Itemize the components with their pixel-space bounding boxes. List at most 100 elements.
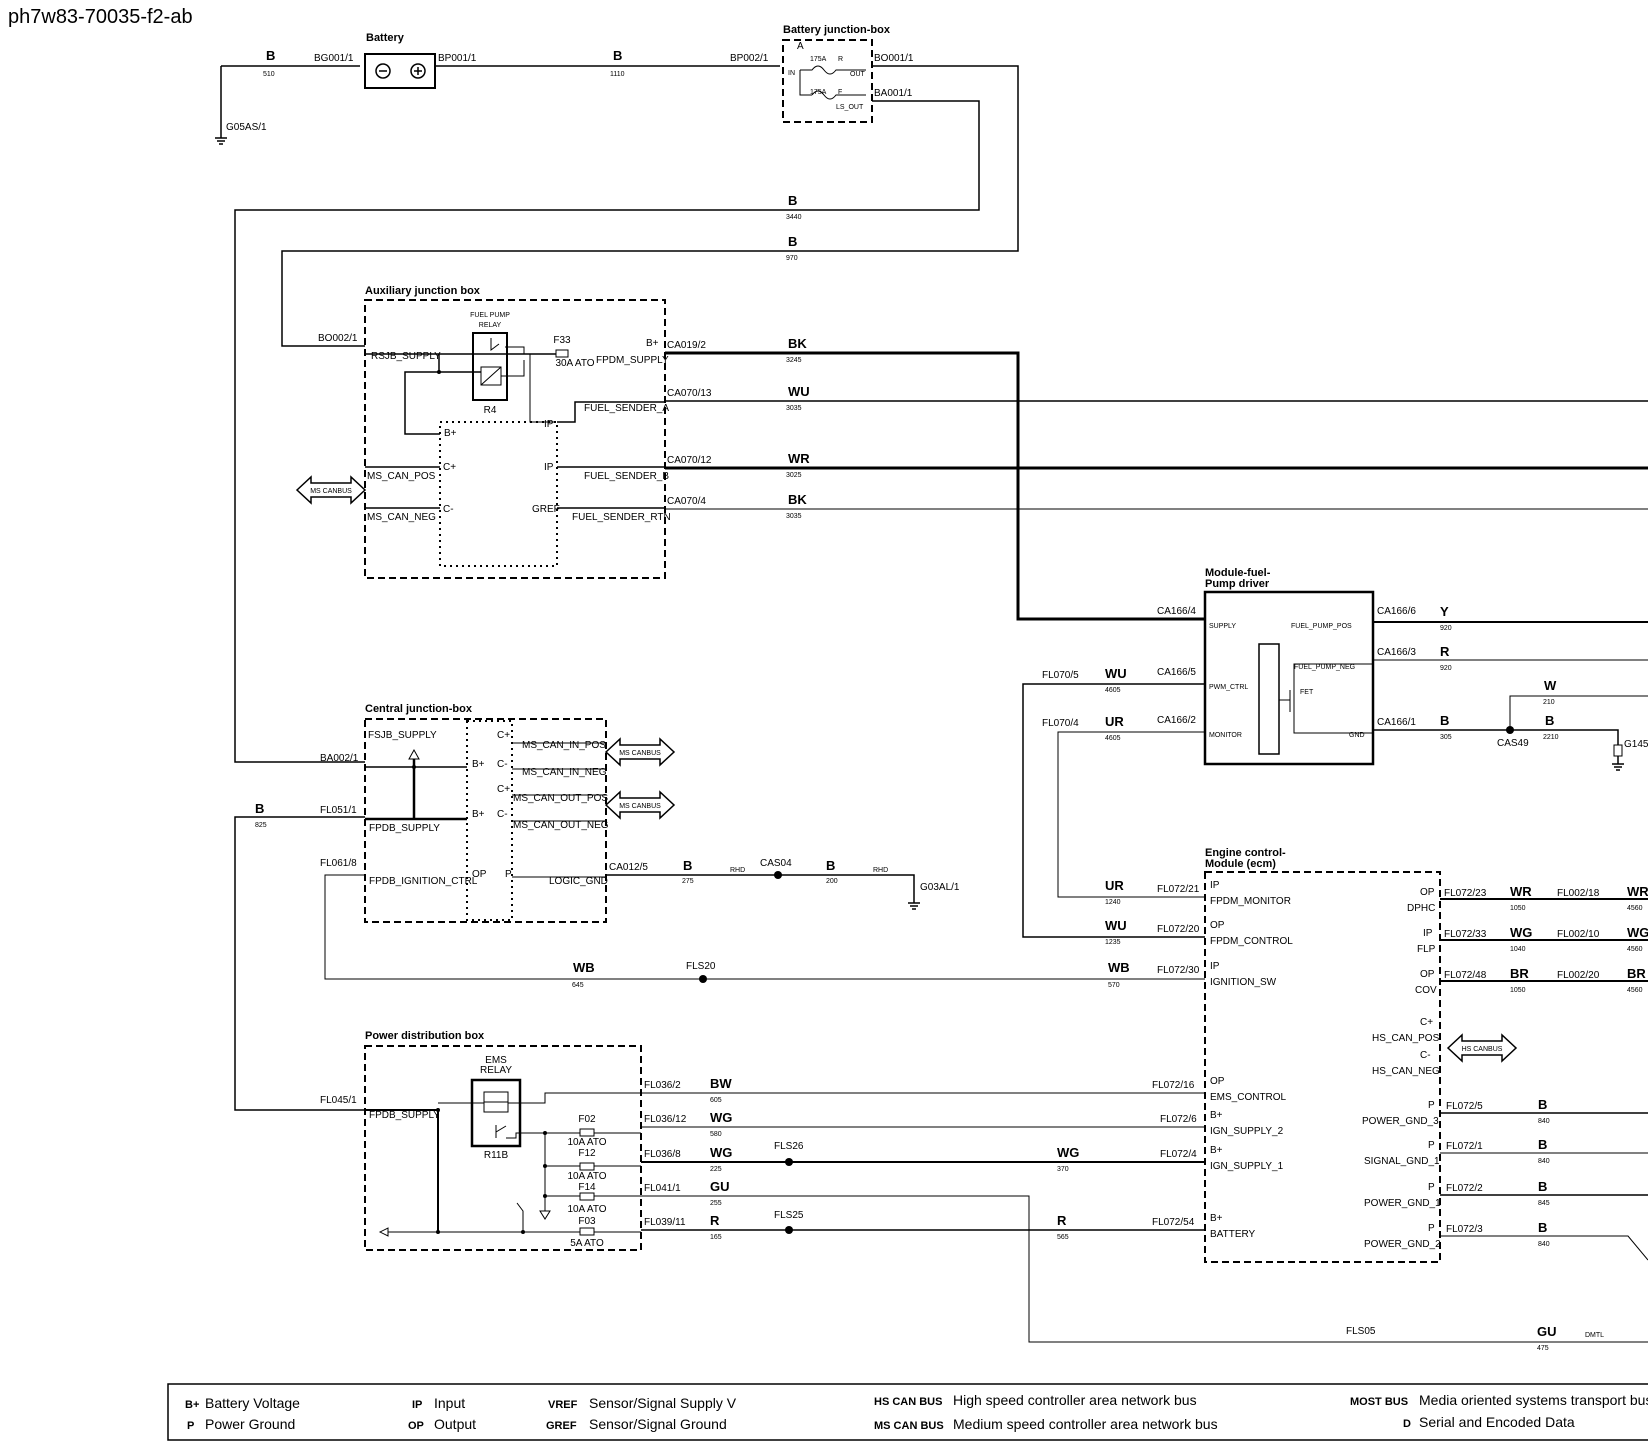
svg-text:FL039/11: FL039/11 [644,1217,686,1228]
svg-text:DMTL: DMTL [1585,1332,1604,1339]
svg-text:C-: C- [443,504,454,515]
svg-text:GU: GU [1537,1324,1557,1339]
svg-text:255: 255 [710,1200,722,1207]
svg-text:580: 580 [710,1131,722,1138]
svg-text:FLS20: FLS20 [686,961,716,972]
svg-text:FL036/2: FL036/2 [644,1080,681,1091]
bjb-box [782,39,873,123]
svg-text:BR: BR [1627,966,1646,981]
svg-text:IGN_SUPPLY_2: IGN_SUPPLY_2 [1210,1126,1284,1137]
svg-text:COV: COV [1415,985,1437,996]
svg-text:MS_CAN_IN_POS: MS_CAN_IN_POS [522,740,606,751]
svg-text:MS_CAN_OUT_POS: MS_CAN_OUT_POS [513,793,608,804]
svg-text:FPDB_SUPPLY: FPDB_SUPPLY [369,1110,440,1121]
svg-text:FPDB_IGNITION_CTRL: FPDB_IGNITION_CTRL [369,876,478,887]
svg-text:WG: WG [1057,1145,1079,1160]
svg-text:605: 605 [710,1097,722,1104]
svg-text:MS CANBUS: MS CANBUS [619,750,661,757]
svg-text:FUEL_PUMP_NEG: FUEL_PUMP_NEG [1294,664,1355,671]
connector-label: BG001/1 [314,53,354,64]
svg-text:GREF: GREF [532,504,560,515]
svg-text:1040: 1040 [1510,946,1526,953]
svg-text:200: 200 [826,878,838,885]
svg-text:VREF: VREF [548,1399,578,1411]
ajb-box [364,299,666,579]
svg-text:B: B [1538,1179,1547,1194]
svg-text:FL070/5: FL070/5 [1042,670,1079,681]
svg-text:CAS49: CAS49 [1497,738,1529,749]
svg-text:WU: WU [1105,918,1127,933]
svg-text:1050: 1050 [1510,987,1526,994]
svg-text:4560: 4560 [1627,987,1643,994]
svg-text:C+: C+ [1420,1017,1433,1028]
fuel-pump-driver-module: Module-fuel- Pump driver FET CA166/4 SUP… [1022,567,1648,938]
svg-text:POWER_GND_1: POWER_GND_1 [1364,1198,1441,1209]
svg-text:4560: 4560 [1627,946,1643,953]
svg-text:IGNITION_SW: IGNITION_SW [1210,977,1277,988]
svg-text:30A ATO: 30A ATO [555,358,594,369]
svg-text:EMS_CONTROL: EMS_CONTROL [1210,1092,1287,1103]
svg-text:D: D [1403,1418,1411,1430]
svg-text:R4: R4 [484,405,497,416]
svg-text:275: 275 [682,878,694,885]
svg-text:WU: WU [788,384,810,399]
svg-text:MONITOR: MONITOR [1209,732,1242,739]
svg-text:570: 570 [1108,982,1120,989]
svg-text:Pump driver: Pump driver [1205,578,1270,590]
ems-relay [470,1078,522,1148]
connector-label: BP001/1 [438,53,477,64]
svg-text:W: W [1544,678,1557,693]
diagram-id: ph7w83-70035-f2-ab [8,6,193,28]
battery-section: G05AS/1 B 510 BG001/1 Battery BP001/1 B … [214,24,1019,763]
svg-text:WG: WG [1627,925,1648,940]
svg-text:GND: GND [1349,732,1365,739]
svg-text:P: P [1428,1182,1435,1193]
ground-label: G05AS/1 [226,122,267,133]
connector-label: BO001/1 [874,53,914,64]
svg-text:BATTERY: BATTERY [1210,1229,1256,1240]
svg-text:B: B [826,858,835,873]
svg-text:920: 920 [1440,625,1452,632]
svg-text:R: R [710,1213,720,1228]
svg-text:FL045/1: FL045/1 [320,1095,357,1106]
wire-color: B [613,48,622,63]
svg-text:FL072/6: FL072/6 [1160,1114,1197,1125]
svg-text:CA070/4: CA070/4 [667,496,706,507]
svg-text:CA070/12: CA070/12 [667,455,712,466]
pin-label: FPDM_SUPPLY [596,355,669,366]
svg-text:POWER_GND_3: POWER_GND_3 [1362,1116,1439,1127]
svg-text:B+: B+ [185,1399,199,1411]
svg-text:Sensor/Signal Supply V: Sensor/Signal Supply V [589,1395,737,1411]
svg-text:FL070/4: FL070/4 [1042,718,1079,729]
svg-text:G03AL/1: G03AL/1 [920,882,960,893]
svg-text:B: B [1538,1220,1547,1235]
svg-text:BK: BK [788,492,807,507]
svg-text:IP: IP [544,419,554,430]
svg-text:Input: Input [434,1395,465,1411]
svg-text:GU: GU [710,1179,730,1194]
svg-text:825: 825 [255,822,267,829]
svg-text:HS_CAN_POS: HS_CAN_POS [1372,1033,1440,1044]
svg-text:FL051/1: FL051/1 [320,805,357,816]
svg-text:B+: B+ [1210,1110,1223,1121]
svg-text:1050: 1050 [1510,905,1526,912]
svg-text:CA166/5: CA166/5 [1157,667,1196,678]
svg-text:FLS05: FLS05 [1346,1326,1376,1337]
svg-text:FUEL PUMP: FUEL PUMP [470,312,510,319]
svg-text:FPDM_MONITOR: FPDM_MONITOR [1210,896,1291,907]
svg-text:RELAY: RELAY [480,1065,512,1076]
battery-title: Battery [366,32,405,44]
svg-text:B: B [1538,1137,1547,1152]
svg-text:F33: F33 [553,335,571,346]
svg-text:MS CANBUS: MS CANBUS [310,488,352,495]
svg-text:C-: C- [497,809,508,820]
ms-canbus-out-arrow [604,790,676,820]
svg-text:IP: IP [544,462,554,473]
svg-text:Sensor/Signal Ground: Sensor/Signal Ground [589,1416,727,1432]
svg-text:B: B [1440,713,1449,728]
svg-text:4605: 4605 [1105,735,1121,742]
svg-text:10A ATO: 10A ATO [567,1204,606,1215]
pin-label: FUEL_SENDER_RTN [572,512,671,523]
svg-text:4605: 4605 [1105,687,1121,694]
